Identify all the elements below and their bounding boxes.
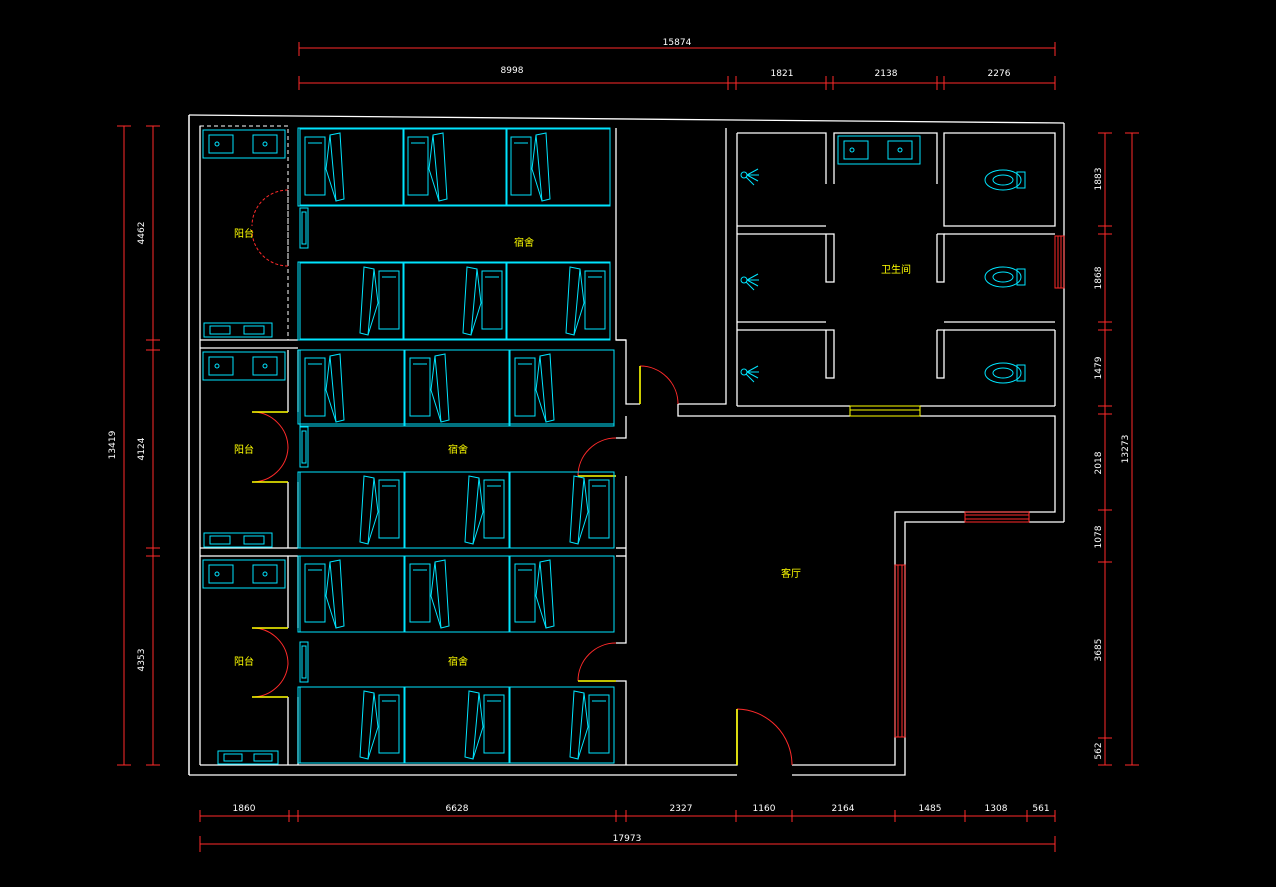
dim-top-a: 8998 xyxy=(501,66,524,76)
dim-bottom-e: 2164 xyxy=(832,804,855,814)
room-label-balcony-1: 阳台 xyxy=(234,227,254,240)
dim-bottom-a: 1860 xyxy=(233,804,256,814)
dim-left-a: 4462 xyxy=(137,222,147,245)
wardrobes xyxy=(299,207,309,683)
dim-top-total: 15874 xyxy=(663,38,692,48)
toilets xyxy=(984,169,1026,384)
room-label-dorm-3: 宿舍 xyxy=(448,655,468,668)
dim-top-b: 1821 xyxy=(771,69,794,79)
dim-right-g: 562 xyxy=(1094,742,1104,759)
dim-left-b: 4124 xyxy=(137,437,147,460)
showers xyxy=(740,168,760,383)
dim-top-c: 2138 xyxy=(875,69,898,79)
dim-left-total: 13419 xyxy=(108,430,118,459)
room-label-dorm-1: 宿舍 xyxy=(514,236,534,249)
room-labels: 宿舍 宿舍 宿舍 阳台 阳台 阳台 卫生间 客厅 xyxy=(234,227,911,668)
room-label-balcony-2: 阳台 xyxy=(234,443,254,456)
walls xyxy=(188,114,1065,776)
dim-bottom-g: 1308 xyxy=(985,804,1008,814)
dim-bottom-total: 17973 xyxy=(613,834,642,844)
dim-bottom-d: 1160 xyxy=(753,804,776,814)
dim-right-f: 3685 xyxy=(1094,639,1104,662)
dim-bottom-f: 1485 xyxy=(919,804,942,814)
room-label-bathroom: 卫生间 xyxy=(881,263,911,276)
dimension-labels: 15874 8998 1821 2138 2276 1860 6628 2327… xyxy=(108,38,1131,844)
room-label-dorm-2: 宿舍 xyxy=(448,443,468,456)
room-label-balcony-3: 阳台 xyxy=(234,655,254,668)
dim-right-b: 1868 xyxy=(1094,266,1104,289)
dim-right-d: 2018 xyxy=(1094,451,1104,474)
dim-right-e: 1078 xyxy=(1094,525,1104,548)
dim-bottom-h: 561 xyxy=(1032,804,1049,814)
sinks xyxy=(202,129,921,765)
dim-right-total: 13273 xyxy=(1121,435,1131,464)
room-label-living: 客厅 xyxy=(781,567,801,580)
dimension-lines xyxy=(117,42,1139,852)
dim-bottom-c: 2327 xyxy=(670,804,693,814)
dim-top-d: 2276 xyxy=(988,69,1011,79)
beds xyxy=(297,127,615,764)
dim-left-c: 4353 xyxy=(137,649,147,672)
doors xyxy=(251,189,793,766)
dim-bottom-b: 6628 xyxy=(446,804,469,814)
dim-right-a: 1883 xyxy=(1094,168,1104,191)
windows xyxy=(849,235,1065,738)
dim-right-c: 1479 xyxy=(1094,356,1104,379)
